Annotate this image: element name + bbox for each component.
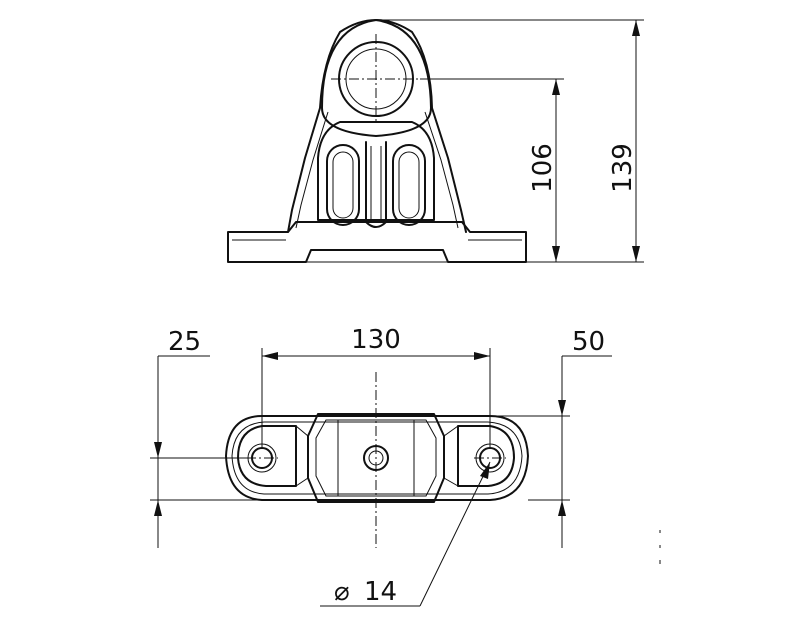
top-central-body bbox=[307, 413, 445, 503]
dim-total-height: 139 bbox=[608, 143, 638, 193]
front-clamp-ring bbox=[321, 19, 432, 137]
dim-hole-diameter: 14 bbox=[364, 577, 397, 607]
top-view bbox=[225, 372, 529, 548]
top-left-lug bbox=[237, 425, 297, 487]
front-inner-frame bbox=[317, 121, 435, 221]
dim-hole-spacing: 130 bbox=[351, 325, 401, 355]
dim-axis-height: 106 bbox=[528, 143, 558, 193]
dim-end-offset: 25 bbox=[168, 327, 201, 357]
front-dimensions: 139 106 bbox=[376, 19, 644, 263]
dim-width: 50 bbox=[572, 327, 605, 357]
top-right-lug bbox=[457, 425, 515, 487]
front-slot-left bbox=[326, 144, 360, 226]
front-view bbox=[227, 19, 527, 263]
top-dimensions: 130 25 50 ⌀ 14 bbox=[150, 325, 612, 607]
front-slot-right bbox=[392, 144, 426, 226]
front-center-rib bbox=[365, 141, 387, 228]
front-body-outline bbox=[287, 19, 467, 233]
diameter-symbol: ⌀ bbox=[334, 577, 350, 607]
top-outline bbox=[225, 415, 529, 501]
